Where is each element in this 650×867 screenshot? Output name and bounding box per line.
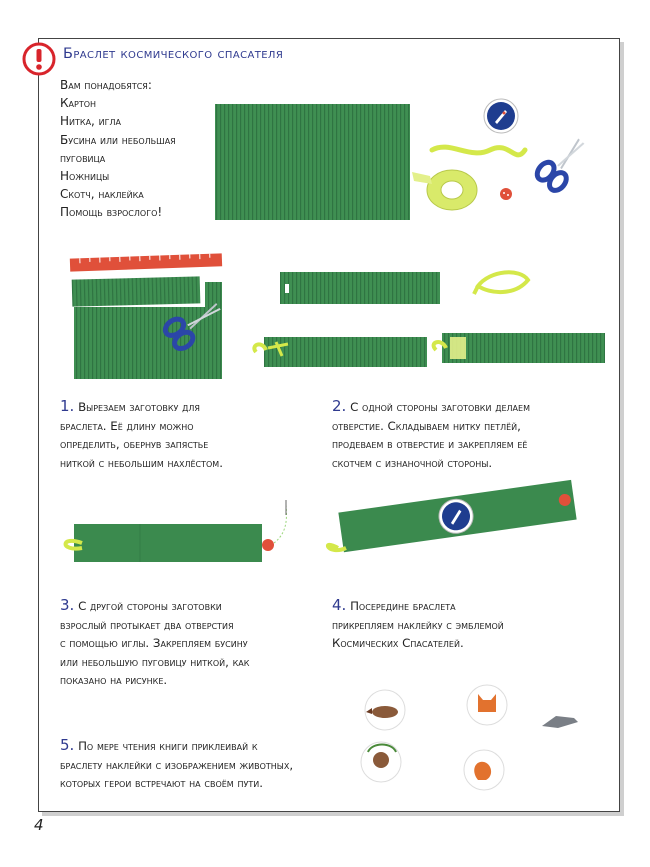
page-number: 4 <box>34 816 44 834</box>
thread-loop-icon <box>472 270 531 295</box>
step-line: По мере чтения книги приклеивай к <box>78 739 258 753</box>
needle-thread <box>273 504 287 544</box>
cardboard-strip <box>280 272 440 304</box>
bracelet-with-sticker <box>338 479 577 553</box>
materials-item: Картон <box>60 96 97 111</box>
scissors-icon <box>534 138 585 193</box>
step-number: 2. <box>332 397 347 415</box>
animal-sticker-fox <box>466 684 508 726</box>
materials-heading: Вам понадобятся: <box>60 78 152 92</box>
step-line: показано на рисунке. <box>60 673 168 687</box>
step-line: скотчем с изнаночной стороны. <box>332 455 493 470</box>
cardboard-strip <box>71 276 201 307</box>
step-line: браслета. Её длину можно <box>60 418 194 433</box>
step-line: продеваем в отверстие и закрепляем её <box>332 437 528 451</box>
step-number: 1. <box>60 397 75 415</box>
materials-item: Бусина или небольшая <box>60 132 176 147</box>
step-line: С другой стороны заготовки <box>78 599 222 613</box>
warning-icon <box>22 42 56 76</box>
step-line: ниткой с небольшим нахлёстом. <box>60 455 223 470</box>
step-line: прикрепляем наклейку с эмблемой <box>332 617 504 632</box>
materials-list: Вам понадобятся: Картон Нитка, игла Буси… <box>60 76 176 222</box>
thread-icon <box>429 144 528 158</box>
step-number: 4. <box>332 596 347 614</box>
step-number: 5. <box>60 736 75 754</box>
tape-piece <box>450 337 466 359</box>
cardboard-strip <box>442 333 605 363</box>
bracelet-strip <box>74 524 262 562</box>
step-line: браслету наклейки с изображением животны… <box>60 757 294 772</box>
cardboard-piece <box>74 307 222 379</box>
animal-sticker-squirrel <box>463 749 505 791</box>
cardboard-sheet <box>215 104 410 220</box>
step-1: 1. Вырезаем заготовку для браслета. Её д… <box>60 397 223 472</box>
animal-sticker-badger <box>364 689 406 731</box>
step-3: 3. С другой стороны заготовки взрослый п… <box>60 596 249 690</box>
step-line: или небольшую пуговицу ниткой, как <box>60 654 250 669</box>
materials-item: пуговица <box>60 150 106 165</box>
button-icon <box>500 188 512 200</box>
step-2: 2. С одной стороны заготовки делаем отве… <box>332 397 530 472</box>
materials-item: Скотч, наклейка <box>60 187 144 202</box>
step-line: Космических Спасателей. <box>332 636 464 650</box>
tape-icon <box>412 169 478 211</box>
page-title: Браслет космического спасателя <box>63 46 284 62</box>
materials-item: Помощь взрослого! <box>60 205 163 220</box>
cardboard-strip <box>264 337 427 367</box>
step-line: Вырезаем заготовку для <box>78 400 200 414</box>
cardboard-piece <box>205 282 222 312</box>
materials-item: Нитка, игла <box>60 114 122 129</box>
animal-sticker-monkey <box>360 741 402 783</box>
step-5: 5. По мере чтения книги приклеивай к бра… <box>60 736 293 793</box>
emblem-sticker-icon <box>483 98 519 134</box>
thread-loop-icon <box>63 538 83 551</box>
ruler-icon <box>69 253 223 272</box>
materials-item: Ножницы <box>60 169 110 184</box>
scissors-icon <box>162 303 221 352</box>
strip-hole <box>285 284 289 293</box>
step-line: взрослый протыкает два отверстия <box>60 617 234 632</box>
step-line: Посередине браслета <box>350 599 456 613</box>
animal-sticker-wolf <box>542 716 578 728</box>
step-line: С одной стороны заготовки делаем <box>350 400 530 414</box>
step-number: 3. <box>60 596 75 614</box>
step-4: 4. Посередине браслета прикрепляем накле… <box>332 596 504 653</box>
step-line: отверстие. Складываем нитку петлёй, <box>332 418 521 433</box>
step-line: которых герои встречают на своём пути. <box>60 776 263 790</box>
button-icon <box>262 539 274 551</box>
step-line: с помощью иглы. Закрепляем бусину <box>60 636 248 650</box>
step-line: определить, обернув запястье <box>60 437 209 451</box>
